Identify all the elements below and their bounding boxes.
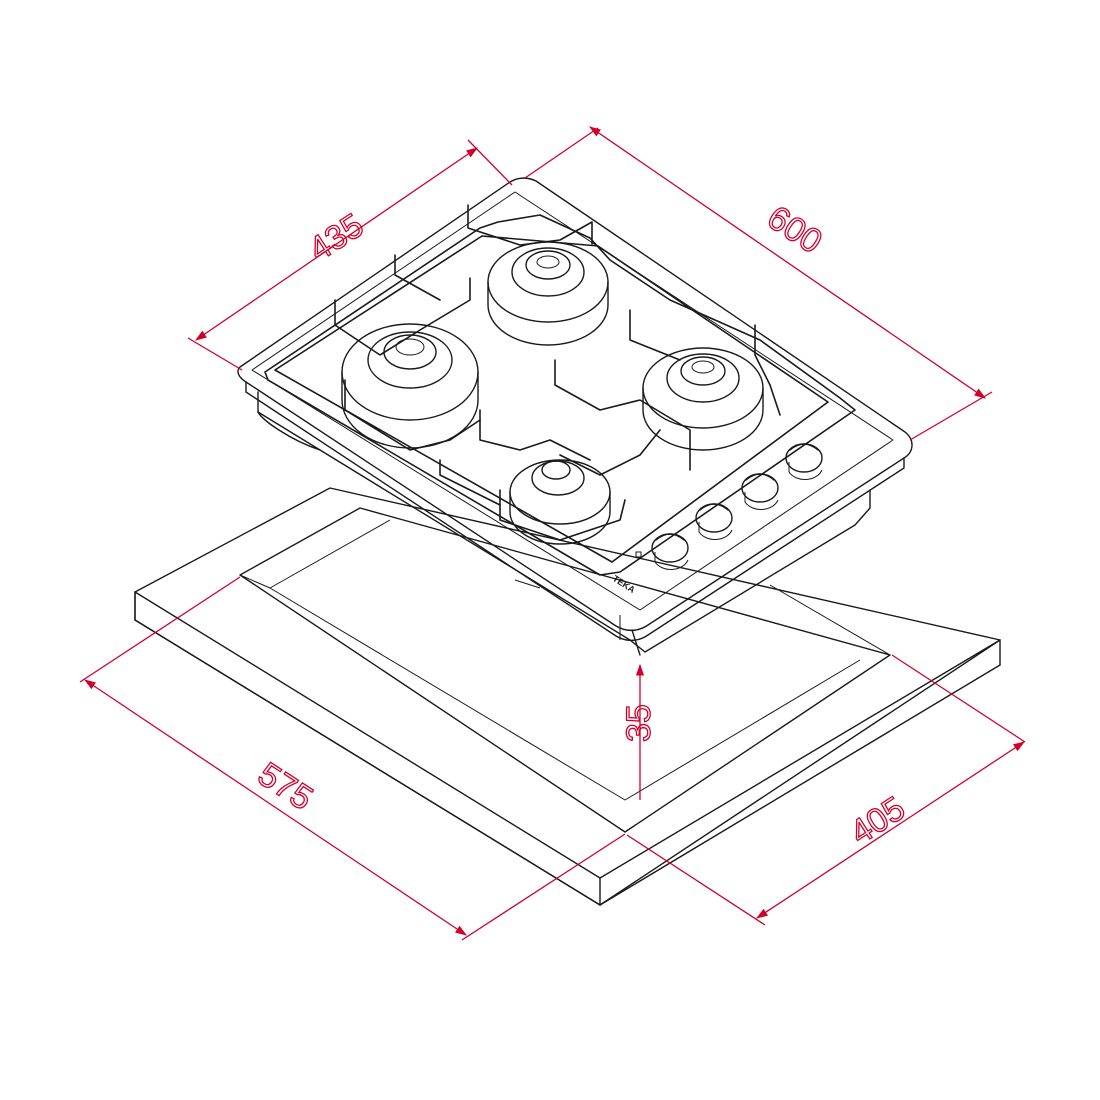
burner-front-right xyxy=(642,347,764,451)
burner-rear-right xyxy=(487,241,609,346)
dimension-lines: 435 600 35 575 405 xyxy=(79,126,1026,941)
dimension-label-435: 435 xyxy=(302,206,370,269)
dimension-cutout-width: 575 xyxy=(79,576,626,941)
control-knob-1 xyxy=(651,533,689,570)
dimension-label-35: 35 xyxy=(620,704,658,742)
control-knob-3 xyxy=(741,473,779,510)
dimension-hob-width: 600 xyxy=(524,126,993,441)
dimension-hob-height: 35 xyxy=(619,663,659,800)
dimension-label-405: 405 xyxy=(844,789,912,852)
dimension-label-600: 600 xyxy=(760,199,828,262)
brand-logo: TEKA xyxy=(611,573,637,595)
cutout-opening xyxy=(239,507,891,833)
control-knob-2 xyxy=(695,503,733,540)
control-knobs xyxy=(651,443,823,570)
control-knob-4 xyxy=(785,443,823,480)
dimension-label-575: 575 xyxy=(251,755,319,818)
pan-supports xyxy=(264,204,856,576)
